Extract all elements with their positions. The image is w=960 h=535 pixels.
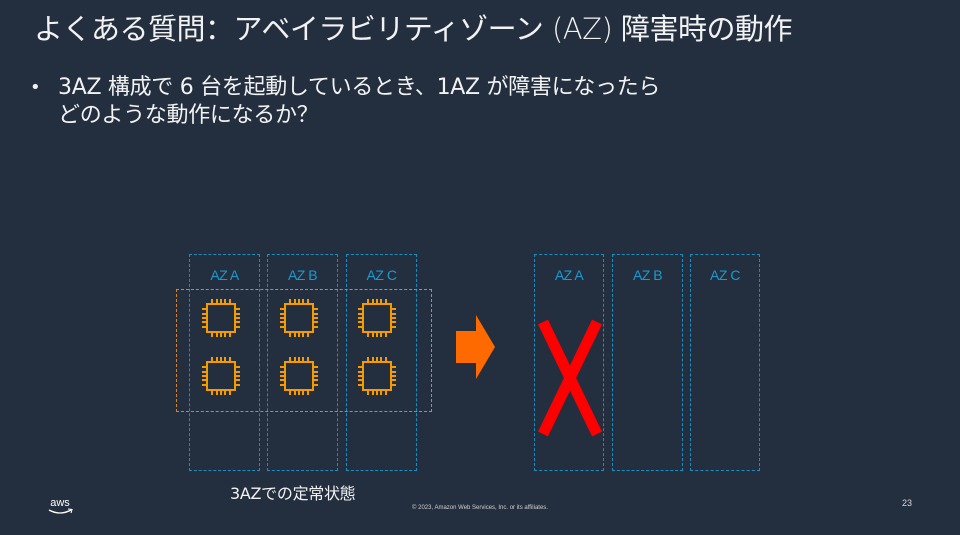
az-zone-a-after: AZ A	[534, 254, 604, 471]
az-label: AZ B	[287, 267, 318, 283]
slide-title: よくある質問：アベイラビリティゾーン (AZ) 障害時の動作	[34, 12, 793, 46]
bullet-marker: •	[30, 77, 41, 98]
az-label: AZ C	[366, 267, 397, 283]
az-zone-b-before: AZ B	[267, 254, 338, 471]
az-zone-b-after: AZ B	[612, 254, 683, 471]
az-label: AZ A	[210, 267, 239, 283]
copyright-text: © 2023, Amazon Web Services, Inc. or its…	[412, 505, 548, 511]
bullet-line-2: どのような動作になるか？	[58, 103, 319, 128]
ec2-instance-chip-icon	[280, 299, 318, 337]
ec2-instance-chip-icon	[358, 357, 396, 395]
ec2-instance-chip-icon	[202, 357, 240, 395]
aws-logo-icon: aws	[48, 497, 73, 514]
az-label: AZ B	[632, 267, 663, 283]
az-label: AZ C	[710, 267, 740, 283]
right-arrow-icon	[456, 315, 495, 379]
aws-logo-text: aws	[50, 497, 70, 509]
az-zone-a-before: AZ A	[189, 254, 260, 471]
az-zone-c-after: AZ C	[690, 254, 760, 471]
ec2-instance-chip-icon	[358, 299, 396, 337]
page-number: 23	[902, 498, 913, 508]
diagram-caption: 3AZでの定常状態	[230, 484, 356, 503]
az-zone-c-before: AZ C	[346, 254, 417, 471]
az-label: AZ A	[554, 267, 584, 283]
auto-scaling-group-box	[176, 289, 432, 412]
bullet-point: • 3AZ 構成で 6 台を起動しているとき、1AZ が障害になったら どのよう…	[30, 74, 660, 130]
ec2-instance-chip-icon	[280, 357, 318, 395]
bullet-line-1: 3AZ 構成で 6 台を起動しているとき、1AZ が障害になったら	[58, 75, 661, 100]
ec2-instance-chip-icon	[202, 299, 240, 337]
red-x-icon	[538, 319, 602, 437]
